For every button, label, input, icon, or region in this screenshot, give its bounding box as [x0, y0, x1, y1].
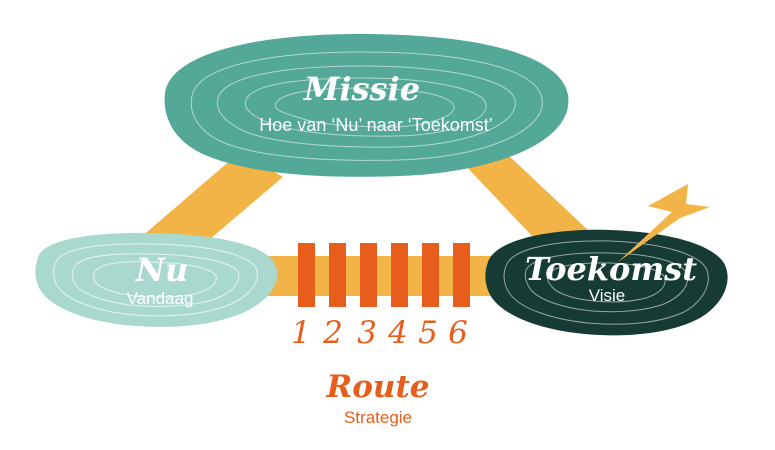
path-nu-toekomst	[250, 256, 530, 296]
nu-title: Nu	[135, 251, 189, 289]
route-step-number: 1	[291, 315, 311, 351]
missie-title: Missie	[303, 70, 420, 108]
route-step-number: 3	[357, 315, 377, 351]
route-title: Route	[325, 369, 429, 405]
missie-island	[164, 34, 569, 177]
route-step-number: 2	[322, 315, 343, 351]
route-step-bar-5	[422, 243, 439, 307]
route-step-numbers: 1 2 3 4 5 6	[291, 315, 468, 351]
toekomst-subtitle: Visie	[589, 286, 626, 305]
missie-shape	[164, 34, 569, 177]
toekomst-contours	[503, 240, 709, 325]
route-step-bar-2	[329, 243, 346, 307]
missie-contours	[190, 51, 543, 161]
route-step-number: 6	[448, 315, 468, 351]
toekomst-title: Toekomst	[525, 250, 697, 288]
route-step-bar-3	[360, 243, 377, 307]
toekomst-island	[485, 229, 728, 336]
toekomst-shape	[485, 229, 728, 336]
route-step-number: 5	[418, 315, 438, 351]
route-subtitle: Strategie	[344, 408, 412, 427]
path-missie-toekomst	[462, 152, 590, 255]
route-step-bar-1	[298, 243, 315, 307]
route-step-bar-4	[391, 243, 408, 307]
route-steps	[298, 243, 470, 307]
missie-subtitle: Hoe van ‘Nu’ naar ‘Toekomst’	[259, 115, 492, 135]
nu-island	[35, 232, 278, 327]
route-step-bar-6	[453, 243, 470, 307]
route-step-number: 4	[387, 315, 408, 351]
nu-subtitle: Vandaag	[127, 289, 194, 308]
nu-contours	[53, 243, 258, 317]
destination-arrow-icon	[618, 184, 710, 262]
